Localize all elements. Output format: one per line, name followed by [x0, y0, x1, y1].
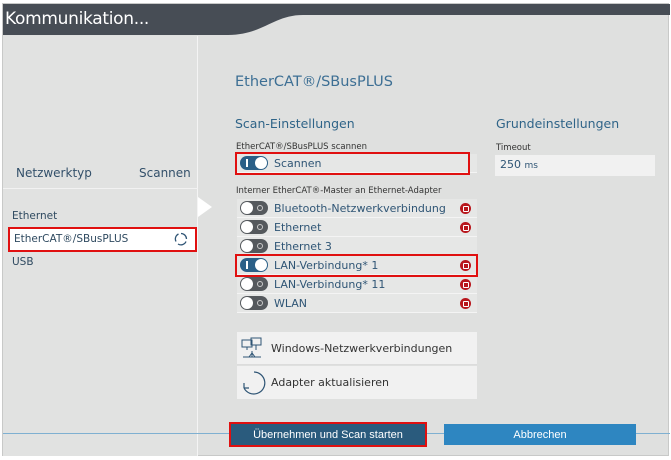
highlight-scan: [235, 152, 470, 175]
adapter-row[interactable]: Ethernet: [237, 218, 477, 237]
scan-toggle-row[interactable]: Scannen: [237, 154, 477, 173]
timeout-label: Timeout: [496, 143, 531, 153]
network-connections-label: Windows-Netzwerkverbindungen: [271, 341, 453, 355]
divider: [3, 188, 198, 189]
refresh-icon: [243, 370, 266, 395]
adapter-toggle[interactable]: [240, 239, 268, 253]
adapter-toggle[interactable]: [240, 201, 268, 215]
adapter-name: LAN-Verbindung* 1: [274, 258, 379, 272]
network-connections-button[interactable]: Windows-Netzwerkverbindungen: [237, 332, 477, 365]
communication-window: Kommunikation... Netzwerktyp Scannen Eth…: [2, 3, 670, 456]
column-header-network-type: Netzwerktyp: [16, 166, 92, 180]
window-title: Kommunikation...: [5, 9, 150, 29]
scan-label: EtherCAT®/SBusPLUS scannen: [236, 142, 367, 152]
network-type-ethercat[interactable]: EtherCAT®/SBusPLUS: [8, 227, 197, 252]
error-icon: [460, 221, 471, 233]
adapter-toggle[interactable]: [240, 258, 268, 272]
adapter-toggle[interactable]: [240, 277, 268, 291]
error-icon: [460, 297, 471, 309]
network-type-usb[interactable]: USB: [12, 256, 34, 268]
adapter-row[interactable]: WLAN: [237, 294, 477, 313]
scanning-icon: [174, 232, 188, 246]
scan-toggle[interactable]: [240, 156, 268, 170]
apply-and-scan-button[interactable]: Übernehmen und Scan starten: [229, 422, 427, 447]
error-icon: [460, 259, 471, 271]
adapter-name: Bluetooth-Netzwerkverbindung: [274, 201, 446, 215]
error-icon: [460, 202, 471, 214]
scan-settings-heading: Scan-Einstellungen: [235, 116, 355, 131]
timeout-unit: ms: [524, 161, 538, 171]
adapter-row[interactable]: Bluetooth-Netzwerkverbindung: [237, 199, 477, 218]
refresh-adapters-button[interactable]: Adapter aktualisieren: [237, 366, 477, 399]
highlight-lan-adapter: [235, 254, 478, 277]
timeout-input[interactable]: 250 ms: [495, 155, 655, 176]
column-header-scan: Scannen: [139, 166, 191, 180]
scan-toggle-label: Scannen: [274, 156, 322, 170]
error-icon: [460, 278, 471, 290]
basic-settings-heading: Grundeinstellungen: [496, 116, 620, 131]
adapter-name: Ethernet: [274, 220, 322, 234]
adapter-row[interactable]: LAN-Verbindung* 1: [237, 256, 477, 275]
selection-pointer: [198, 197, 212, 217]
cancel-button[interactable]: Abbrechen: [444, 424, 636, 445]
adapter-label: Interner EtherCAT®-Master an Ethernet-Ad…: [236, 186, 442, 196]
refresh-adapters-label: Adapter aktualisieren: [271, 376, 389, 389]
network-type-ethernet[interactable]: Ethernet: [12, 210, 58, 222]
timeout-value: 250: [500, 158, 521, 171]
adapter-row[interactable]: LAN-Verbindung* 11: [237, 275, 477, 294]
adapter-toggle[interactable]: [240, 296, 268, 310]
adapter-name: LAN-Verbindung* 11: [274, 277, 386, 291]
adapter-name: WLAN: [274, 296, 308, 310]
network-computers-icon: [241, 337, 262, 358]
page-title: EtherCAT®/SBusPLUS: [235, 74, 393, 90]
adapter-name: Ethernet 3: [274, 239, 332, 253]
title-bar: [3, 4, 670, 35]
network-type-panel: Netzwerktyp Scannen Ethernet EtherCAT®/S…: [3, 36, 198, 456]
network-type-label: EtherCAT®/SBusPLUS: [14, 233, 129, 245]
adapter-toggle[interactable]: [240, 220, 268, 234]
